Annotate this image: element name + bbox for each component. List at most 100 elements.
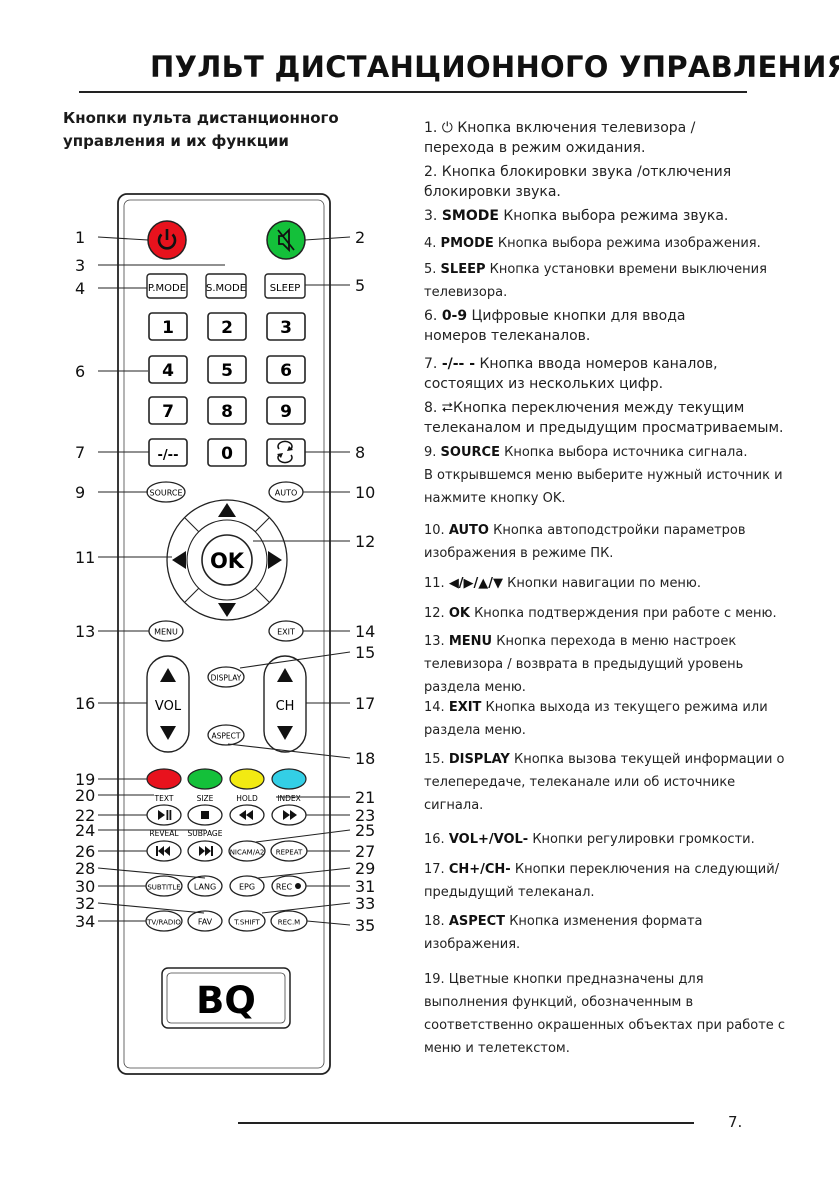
digit-button-4[interactable]: 4	[149, 356, 187, 383]
callout-number: 35	[355, 916, 375, 935]
callout-number: 10	[355, 483, 375, 502]
smode-button[interactable]: S.MODE	[206, 274, 246, 298]
legend-line: номеров телеканалов.	[424, 326, 784, 346]
footer-rule	[238, 1122, 694, 1124]
auto-button[interactable]: AUTO	[269, 482, 303, 502]
power-button[interactable]	[148, 221, 186, 259]
cyan-key[interactable]	[272, 769, 306, 789]
fav-button[interactable]: FAV	[188, 911, 222, 931]
fast-forward-button[interactable]	[272, 805, 306, 825]
digit-button-0[interactable]: 0	[208, 439, 246, 466]
callout-number: 12	[355, 532, 375, 551]
legend-line: телепередаче, телеканале или об источник…	[424, 771, 784, 794]
digit-button-6[interactable]: 6	[267, 356, 305, 383]
sleep-button[interactable]: SLEEP	[265, 274, 305, 298]
nicam-button[interactable]: NICAM/A2	[229, 841, 265, 861]
legend-line: выполнения функций, обозначенным в	[424, 991, 784, 1014]
recm-label: REC.M	[278, 919, 300, 927]
legend-line: сигнала.	[424, 794, 784, 817]
legend-line: 15. DISPLAY Кнопка вызова текущей информ…	[424, 748, 784, 771]
previous-button[interactable]	[147, 841, 181, 861]
mute-button[interactable]	[267, 221, 305, 259]
fav-label: FAV	[198, 918, 213, 927]
play-pause-button[interactable]	[147, 805, 181, 825]
lang-button[interactable]: LANG	[188, 876, 222, 896]
legend-line: 5. SLEEP Кнопка установки времени выключ…	[424, 258, 784, 281]
display-button[interactable]: DISPLAY	[208, 667, 244, 687]
multi-digit-button[interactable]: -/--	[149, 439, 187, 466]
digit-button-9[interactable]: 9	[267, 397, 305, 424]
swap-channel-button[interactable]	[267, 439, 305, 466]
legend-line: нажмите кнопку OK.	[424, 487, 784, 510]
legend-line: 13. MENU Кнопка перехода в меню настроек	[424, 630, 784, 653]
digit-button-7[interactable]: 7	[149, 397, 187, 424]
hold-sublabel: HOLD	[236, 794, 258, 803]
legend-line: 1. ⏻ Кнопка включения телевизора /	[424, 118, 784, 138]
stop-button[interactable]	[188, 805, 222, 825]
callout-number: 18	[355, 749, 375, 768]
legend-item-6: 6. 0-9 Цифровые кнопки для вводаномеров …	[424, 306, 784, 346]
epg-label: EPG	[239, 883, 255, 892]
digit-label: -/--	[158, 448, 179, 463]
rec-m-button[interactable]: REC.M	[271, 911, 307, 931]
digit-label: 7	[162, 402, 174, 422]
sleep-label: SLEEP	[270, 283, 301, 294]
legend-item-18: 18. ASPECT Кнопка изменения форматаизобр…	[424, 910, 784, 956]
callout-number: 20	[75, 786, 95, 805]
legend-item-9: 9. SOURCE Кнопка выбора источника сигнал…	[424, 441, 784, 510]
menu-button[interactable]: MENU	[149, 621, 183, 641]
digit-button-5[interactable]: 5	[208, 356, 246, 383]
legend-line: телеканалом и предыдущим просматриваемым…	[424, 418, 784, 438]
legend-line: 2. Кнопка блокировки звука /отключения	[424, 162, 784, 182]
legend-item-13: 13. MENU Кнопка перехода в меню настроек…	[424, 630, 784, 699]
yellow-key[interactable]	[230, 769, 264, 789]
ok-button[interactable]: OK	[202, 535, 252, 585]
legend-line: соответственно окрашенных объектах при р…	[424, 1014, 784, 1037]
subtitle-button[interactable]: SUBTITLE	[146, 876, 182, 896]
legend-line: телевизора / возврата в предыдущий урове…	[424, 653, 784, 676]
tv-radio-button[interactable]: TV/RADIO	[146, 911, 182, 931]
next-button[interactable]	[188, 841, 222, 861]
tshift-button[interactable]: T.SHIFT	[229, 911, 265, 931]
pmode-label: P.MODE	[148, 283, 186, 294]
digit-label: 8	[221, 402, 233, 422]
callout-number: 6	[75, 362, 85, 381]
legend-item-14: 14. EXIT Кнопка выхода из текущего режим…	[424, 696, 784, 742]
digit-button-1[interactable]: 1	[149, 313, 187, 340]
legend-line: 7. -/-- - Кнопка ввода номеров каналов,	[424, 354, 784, 374]
pmode-button[interactable]: P.MODE	[147, 274, 187, 298]
source-button[interactable]: SOURCE	[147, 482, 185, 502]
digit-button-8[interactable]: 8	[208, 397, 246, 424]
digit-button-3[interactable]: 3	[267, 313, 305, 340]
exit-label: EXIT	[277, 628, 295, 637]
display-label: DISPLAY	[211, 674, 242, 683]
epg-button[interactable]: EPG	[230, 876, 264, 896]
page-number: 7.	[728, 1113, 742, 1131]
exit-button[interactable]: EXIT	[269, 621, 303, 641]
rewind-button[interactable]	[230, 805, 264, 825]
vol-rocker[interactable]: VOL	[147, 656, 189, 752]
callout-number: 7	[75, 443, 85, 462]
digit-label: 3	[280, 318, 292, 338]
legend-line: 6. 0-9 Цифровые кнопки для ввода	[424, 306, 784, 326]
legend-line: предыдущий телеканал.	[424, 881, 784, 904]
legend-line: изображения.	[424, 933, 784, 956]
aspect-button[interactable]: ASPECT	[208, 725, 244, 745]
legend-line: В открывшемся меню выберите нужный источ…	[424, 464, 784, 487]
previous-icon	[156, 846, 158, 856]
callout-number: 21	[355, 788, 375, 807]
digit-button-2[interactable]: 2	[208, 313, 246, 340]
brand-logo: BQ	[162, 968, 290, 1028]
ch-rocker[interactable]: CH	[264, 656, 306, 752]
ch-label: CH	[276, 699, 295, 714]
subtitle-label: SUBTITLE	[147, 884, 180, 892]
rec-button[interactable]: REC	[272, 876, 306, 896]
red-key[interactable]	[147, 769, 181, 789]
legend-item-16: 16. VOL+/VOL- Кнопки регулировки громкос…	[424, 828, 784, 851]
digit-label: 6	[280, 361, 292, 381]
repeat-button[interactable]: REPEAT	[271, 841, 307, 861]
green-key[interactable]	[188, 769, 222, 789]
legend-line: изображения в режиме ПК.	[424, 542, 784, 565]
source-label: SOURCE	[149, 489, 182, 498]
